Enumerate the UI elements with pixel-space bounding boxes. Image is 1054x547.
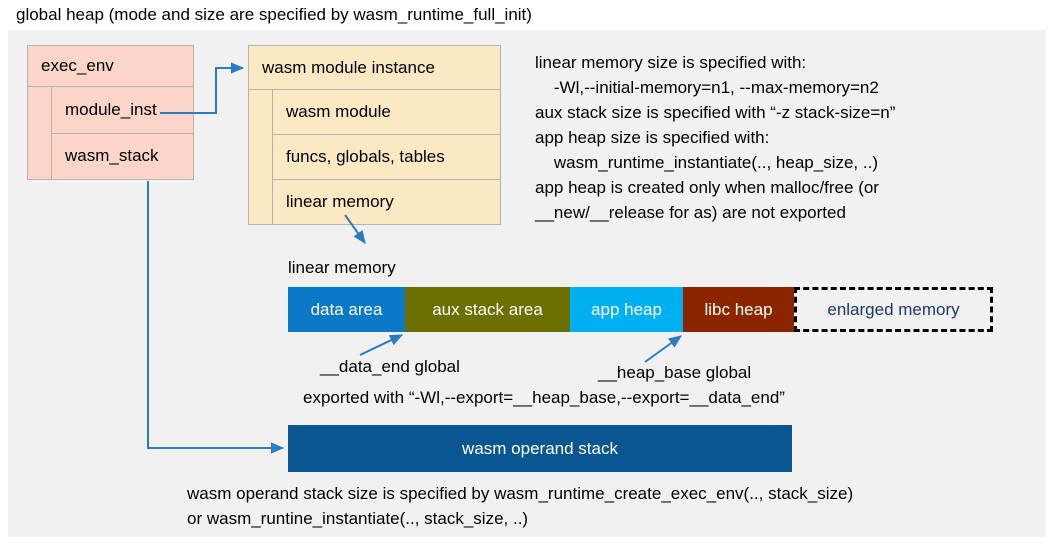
module-instance-header: wasm module instance	[249, 46, 500, 90]
module-instance-gutter	[249, 90, 273, 224]
memory-segment-data-area: data area	[288, 287, 405, 332]
memory-segment-libc-heap: libc heap	[683, 287, 794, 332]
exec-env-gutter	[28, 87, 52, 179]
module-instance-body: wasm module funcs, globals, tables linea…	[249, 90, 500, 224]
linear-memory-bar-label: linear memory	[288, 258, 396, 277]
annotation-data-end: __data_end global	[320, 357, 460, 376]
exec-env-box: exec_env module_inst wasm_stack	[27, 45, 194, 180]
module-instance-row-wasm-module: wasm module	[273, 90, 500, 135]
memory-segment-enlarged-memory: enlarged memory	[794, 287, 993, 332]
annotation-exported-with: exported with “-Wl,--export=__heap_base,…	[303, 388, 785, 407]
exec-env-row-module-inst: module_inst	[52, 87, 193, 134]
module-instance-rows: wasm module funcs, globals, tables linea…	[273, 90, 500, 224]
wasm-module-instance-box: wasm module instance wasm module funcs, …	[248, 45, 501, 225]
page-title: global heap (mode and size are specified…	[16, 5, 532, 24]
module-instance-row-linear-memory: linear memory	[286, 192, 394, 211]
module-instance-row-funcs-globals-tables: funcs, globals, tables	[273, 135, 500, 180]
linear-memory-note: linear memory size is specified with: -W…	[535, 53, 896, 222]
wasm-operand-stack-label: wasm operand stack	[462, 438, 618, 458]
wasm-operand-stack-box: wasm operand stack	[288, 425, 792, 472]
exec-env-header: exec_env	[28, 46, 193, 87]
exec-env-row-wasm-stack: wasm_stack	[65, 146, 159, 166]
annotation-heap-base: __heap_base global	[598, 363, 752, 382]
operand-stack-note: wasm operand stack size is specified by …	[187, 484, 854, 528]
exec-env-body: module_inst wasm_stack	[28, 87, 193, 179]
memory-segment-aux-stack-area: aux stack area	[405, 287, 570, 332]
exec-env-rows: module_inst wasm_stack	[52, 87, 193, 179]
memory-segment-app-heap: app heap	[570, 287, 683, 332]
